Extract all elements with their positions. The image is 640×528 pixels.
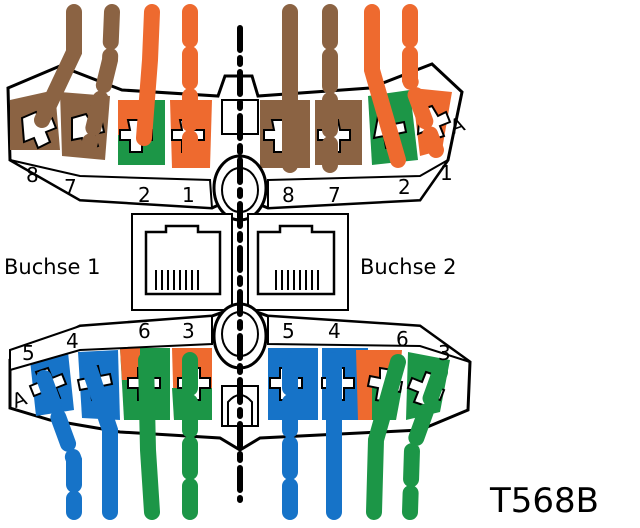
bottom-pin-numbers: 5 4 6 3 5 4 6 3 <box>22 319 451 365</box>
pin-label: 7 <box>328 183 341 207</box>
pin-label: 8 <box>26 163 39 187</box>
jack-label-left: Buchse 1 <box>4 255 100 279</box>
top-pin-numbers: 8 7 2 1 8 7 2 1 <box>26 161 453 207</box>
pin-label: 2 <box>138 183 151 207</box>
jack-buchse-2 <box>247 213 349 311</box>
pin-label: 7 <box>64 175 77 199</box>
pin-label: 4 <box>328 319 341 343</box>
top-wires <box>34 4 444 173</box>
pin-label: 5 <box>22 341 35 365</box>
jack-buchse-1 <box>131 213 233 311</box>
standard-title: T568B <box>489 481 599 521</box>
pin-label: 4 <box>66 329 79 353</box>
bottom-wires <box>36 352 448 520</box>
pin-label: 3 <box>438 341 451 365</box>
jack-label-right: Buchse 2 <box>360 255 456 279</box>
pin-label: 1 <box>440 161 453 185</box>
pin-label: 6 <box>138 319 151 343</box>
pin-label: 8 <box>282 183 295 207</box>
pin-label: 5 <box>282 319 295 343</box>
pin-label: 1 <box>182 183 195 207</box>
pin-label: 2 <box>398 175 411 199</box>
pin-label: 6 <box>396 327 409 351</box>
pin-label: 3 <box>182 319 195 343</box>
